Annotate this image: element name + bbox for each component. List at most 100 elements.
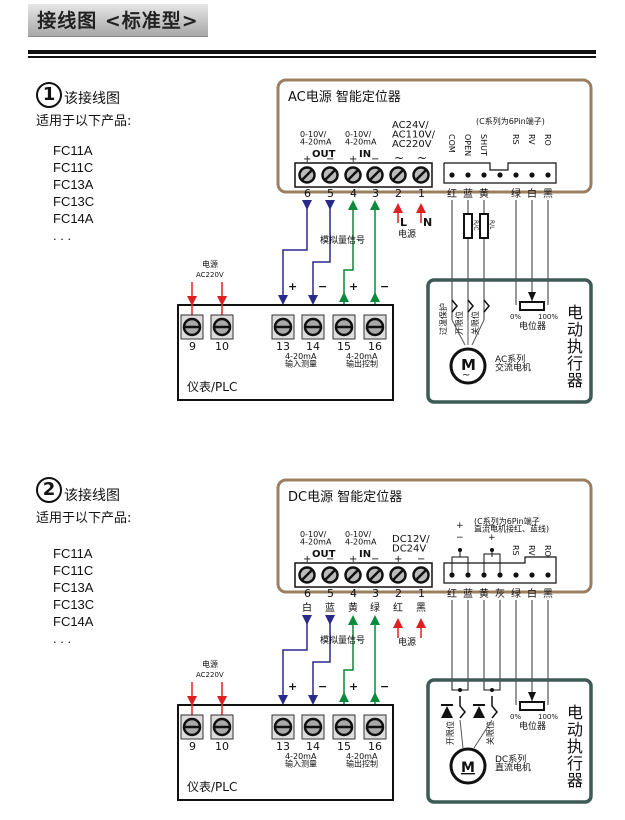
actuator-name-char: 行	[567, 754, 583, 773]
polarity-sign: −	[326, 154, 334, 165]
pin-label: RS	[511, 134, 520, 145]
terminal-number: 2	[395, 587, 402, 600]
terminal-number: 1	[418, 587, 425, 600]
product-item: FC13C	[53, 597, 95, 612]
motor-caption: AC系列交流电机	[495, 353, 531, 374]
junction-dot	[458, 688, 462, 692]
power-line-label: N	[423, 216, 432, 229]
polarity-sign: −	[456, 533, 464, 543]
title-banner	[28, 4, 208, 37]
power-line-label: L	[400, 216, 407, 229]
resistor-icon	[463, 213, 473, 239]
analog-signal-label: 模拟量信号	[320, 634, 365, 646]
product-item: FC11C	[53, 160, 94, 175]
switch-label: 过温保护	[438, 303, 448, 335]
actuator-name-char: 行	[567, 354, 583, 373]
wire-color-label: 绿	[511, 587, 521, 600]
header-rule-thick	[28, 50, 596, 54]
motor-symbol: M	[461, 760, 475, 776]
analog-signal-label: 模拟量信号	[320, 234, 365, 246]
arrow-down-icon	[278, 695, 288, 705]
plc-power-caption: 电源	[202, 659, 218, 669]
plc-terminal-number: 9	[189, 740, 196, 753]
pin-dot	[481, 172, 487, 178]
pin-label: RV	[527, 134, 536, 145]
wire-color-label: 黑	[543, 588, 553, 600]
terminal-number: 4	[350, 187, 357, 200]
motor-caption: DC系列直流电机	[495, 753, 531, 774]
arrow-down-icon	[308, 695, 318, 705]
diode-icon	[473, 706, 485, 718]
pin-dot	[497, 172, 503, 178]
motor-wire	[471, 319, 485, 346]
screw-slot	[392, 569, 404, 581]
resistor-label: R/C	[472, 220, 479, 230]
polarity-sign: −	[318, 280, 327, 293]
terminal-number: 3	[372, 587, 379, 600]
wire-color-label: 白	[527, 187, 537, 200]
screw-slot	[392, 169, 404, 181]
power-caption: 电源	[398, 636, 416, 648]
product-item: FC13C	[53, 194, 95, 209]
polarity-sign: −	[417, 554, 425, 565]
arrow-up-icon	[339, 292, 349, 302]
pin-label: SHUT	[479, 134, 488, 156]
plc-terminal-number: 16	[368, 340, 382, 353]
positioner-title: DC电源 智能定位器	[288, 490, 402, 505]
signal-wire-out-plus	[282, 200, 308, 300]
ac-sign: ~	[462, 370, 470, 381]
motor-wire	[451, 319, 466, 346]
wire-color-label: 灰	[495, 587, 505, 600]
wire-color-label: 黄	[479, 187, 489, 200]
plc-terminal-number: 10	[215, 740, 229, 753]
pin-label: RS	[511, 545, 520, 556]
arrow-up-icon	[416, 618, 426, 628]
wire-color-label: 红	[393, 601, 403, 614]
arrow-down-icon	[187, 696, 197, 706]
plc-name: 仪表/PLC	[187, 380, 237, 394]
arrow-up-icon	[393, 618, 403, 628]
wiper-arrow-icon	[528, 292, 536, 301]
actuator-name-char: 执	[567, 737, 583, 756]
terminal-strip	[294, 162, 433, 188]
screw-slot	[415, 569, 427, 581]
resistor-icon	[479, 213, 489, 239]
pin-label: COM	[447, 134, 456, 153]
wire-color-label: 黑	[543, 188, 553, 200]
arrow-up-icon	[370, 292, 380, 302]
pot-label: 电位器	[519, 720, 546, 732]
signal-wire-out-minus	[312, 200, 331, 300]
pot-label: 电位器	[519, 320, 546, 332]
plc-terminal-number: 13	[276, 740, 290, 753]
screw-slot	[324, 169, 336, 181]
limit-switch-icon	[459, 696, 466, 719]
actuator-name-char: 电	[567, 703, 583, 722]
product-item: FC13A	[53, 177, 94, 192]
polarity-sign: +	[288, 680, 297, 693]
pin-note: (C系列为6Pin端子)	[476, 116, 545, 126]
screw-slot	[369, 569, 381, 581]
motor-wire	[459, 719, 464, 749]
wire-color-label: 绿	[511, 187, 521, 200]
limit-switch-icon	[483, 299, 490, 313]
wire-color-label: 黄	[348, 601, 358, 614]
power-range-label: AC24V/AC110V/AC220V	[392, 120, 436, 150]
plc-terminal-number: 14	[306, 740, 320, 753]
actuator-name-char: 器	[567, 371, 583, 390]
out-range-label: 0-10V/4-20mA	[300, 130, 332, 147]
actuator-box	[426, 678, 593, 804]
plc-power-caption: 电源	[202, 259, 218, 269]
product-item: . . .	[53, 631, 72, 646]
applies-to-label: 适用于以下产品:	[36, 511, 132, 526]
polarity-sign: −	[380, 280, 389, 293]
actuator-name-char: 动	[567, 320, 583, 339]
arrow-up-icon	[393, 203, 403, 213]
wire-color-label: 黄	[479, 587, 489, 600]
motor-symbol: M	[461, 356, 476, 374]
pin-dot	[545, 572, 551, 578]
diagram-number-badge: 2	[36, 477, 62, 503]
